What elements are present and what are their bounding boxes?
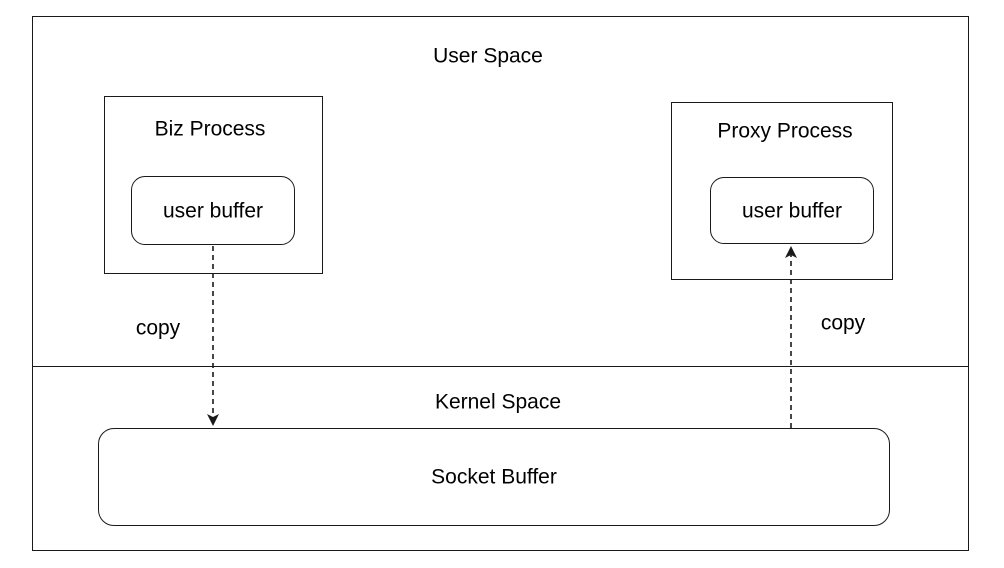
proxy-user-buffer: user buffer xyxy=(710,177,874,244)
socket-buffer-label: Socket Buffer xyxy=(431,465,557,489)
right-copy-label: copy xyxy=(820,311,866,335)
user-kernel-divider xyxy=(32,366,969,367)
biz-user-buffer-label: user buffer xyxy=(162,199,263,222)
proxy-process-title: Proxy Process xyxy=(717,119,853,143)
kernel-space-title: Kernel Space xyxy=(434,390,562,414)
socket-buffer-box: Socket Buffer xyxy=(98,428,890,526)
proxy-user-buffer-label: user buffer xyxy=(741,199,842,222)
left-copy-label: copy xyxy=(135,316,181,340)
user-space-title: User Space xyxy=(433,44,543,68)
biz-process-title: Biz Process xyxy=(154,117,266,141)
biz-user-buffer: user buffer xyxy=(131,176,295,245)
